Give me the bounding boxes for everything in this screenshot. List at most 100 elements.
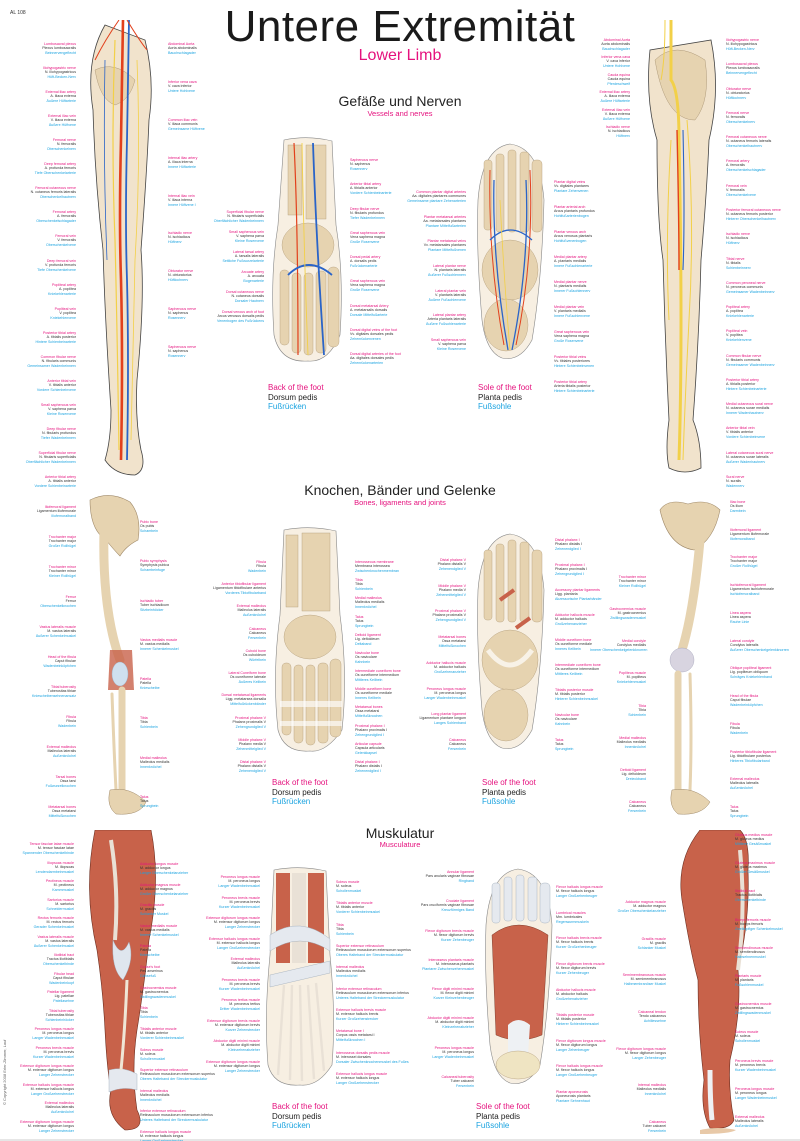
label-english: Distal phalanx I (355, 760, 380, 764)
caption-plantar-vessels: Sole of the foot Planta pedis Fußsohle (478, 383, 532, 411)
label-latin: Symphysis pubica (140, 563, 169, 568)
label-german: Kurzer Großzehenstrecker (336, 1016, 379, 1021)
label-german: Fußrückenarterie (350, 263, 378, 268)
label-latin: Arcus venosus plantaris (554, 234, 593, 239)
label-german: Beinnervengeflecht (45, 50, 76, 55)
label-latin: V. profunda femoris (44, 263, 76, 268)
label-english: Adductor magnus muscle (140, 883, 181, 887)
label-latin: Capsula articularis (355, 746, 385, 751)
label-german: Vordere Schienbeinvene (726, 434, 766, 439)
label-english: Interosseous membrane (355, 560, 394, 564)
label-english: Trochanter major (48, 535, 76, 539)
label-english: Inferior extensor retinaculum (336, 987, 382, 991)
label-english: Proximal phalanx V (435, 609, 466, 613)
leg-muscles-front-illustration (89, 830, 156, 1131)
label-english: Posterior tibiofibular ligament (730, 750, 777, 754)
label-german: Kniekehlenvene (726, 337, 752, 342)
label-latin: Tuberositas tibiae (47, 689, 76, 694)
label-latin: Aa. digitales dorsales pedis (350, 356, 394, 361)
label-german: Großzehenabzieher (556, 996, 588, 1001)
label-english: Peroneus longus muscle (426, 687, 466, 691)
label-latin: Vv. tibiales posteriores (554, 359, 590, 364)
label-latin: N. plantaris lateralis (434, 268, 466, 273)
label-latin: Arcus venosus dorsalis pedis (217, 314, 264, 319)
label-latin: M. semitendinosus (735, 950, 765, 955)
label-german: Wadenbeinköpfchen (43, 663, 76, 668)
label-english: Peroneus longus muscle (34, 1027, 74, 1031)
label-english: Great saphenous vein (554, 330, 590, 334)
label-english: Plantar venous arch (554, 230, 586, 234)
poster-code: AL 108 (10, 10, 26, 16)
label-latin: Lig. deltoideum (621, 772, 646, 777)
label-english: Fibula (256, 560, 266, 564)
label-latin: Ossa metatarsi (355, 709, 380, 714)
label-latin: Pes anserinus (140, 969, 163, 974)
label-english: Navicular bone (355, 651, 379, 655)
label-english: Femoral cutaneous nerve (35, 186, 76, 190)
label-latin: Malleolus lateralis (231, 961, 260, 966)
label-german: Mittleres Keilbein (555, 671, 583, 676)
label-latin: M. extensor digitorum longus (27, 1124, 74, 1129)
label-latin: N. tibialis (726, 261, 741, 266)
label-latin: M. gracilis (140, 907, 157, 912)
label-german: Zehenendglied I (355, 768, 381, 773)
label-english: Cuboid bone (245, 649, 266, 653)
label-german: Kleine Rosenvene (234, 238, 264, 243)
label-english: Deltoid ligament (355, 633, 381, 637)
label-english: Medial plantar vein (554, 305, 585, 309)
label-german: Äußere Fußsohlenvene (428, 297, 466, 302)
label-latin: Malleolus medialis (616, 740, 646, 745)
label-latin: Ossa tarsi (59, 779, 76, 784)
label-german: Fersenbein (448, 746, 466, 751)
label-english: Fibular head (54, 972, 74, 976)
label-german: Oberflächlicher Wadenbeinnerv (25, 459, 76, 464)
label-german: Oberschenkelschlagader (36, 218, 76, 223)
label-english: Popliteal artery (726, 305, 750, 309)
label-latin: Phalanx proximalis I (355, 728, 388, 733)
label-english: Flexor hallucis longus muscle (556, 1064, 603, 1068)
label-latin: N. peroneus communis (726, 285, 763, 290)
label-english: Distal phalanx V (240, 760, 266, 764)
label-english: Flexor digitorum brevis muscle (556, 962, 605, 966)
label-latin: N. cutaneus surae lateralis (726, 455, 769, 460)
label-german: Langer Großzehenstrecker (217, 945, 260, 950)
label-german: Hohlfußarterienbogen (554, 213, 589, 218)
label-english: Vastus lateralis muscle (37, 935, 74, 939)
label-english: Medial malleolus (619, 736, 646, 740)
label-english: Posterior tibial veins (554, 355, 587, 359)
label-english: Iliotibial tract (735, 889, 755, 893)
label-german: Hüftnerv (168, 239, 182, 244)
label-german: Zwillingswadenmuskel (735, 1010, 771, 1015)
label-english: Metatarsal bones (438, 635, 466, 639)
label-german: Gerader Schenkelmuskel (33, 924, 74, 929)
